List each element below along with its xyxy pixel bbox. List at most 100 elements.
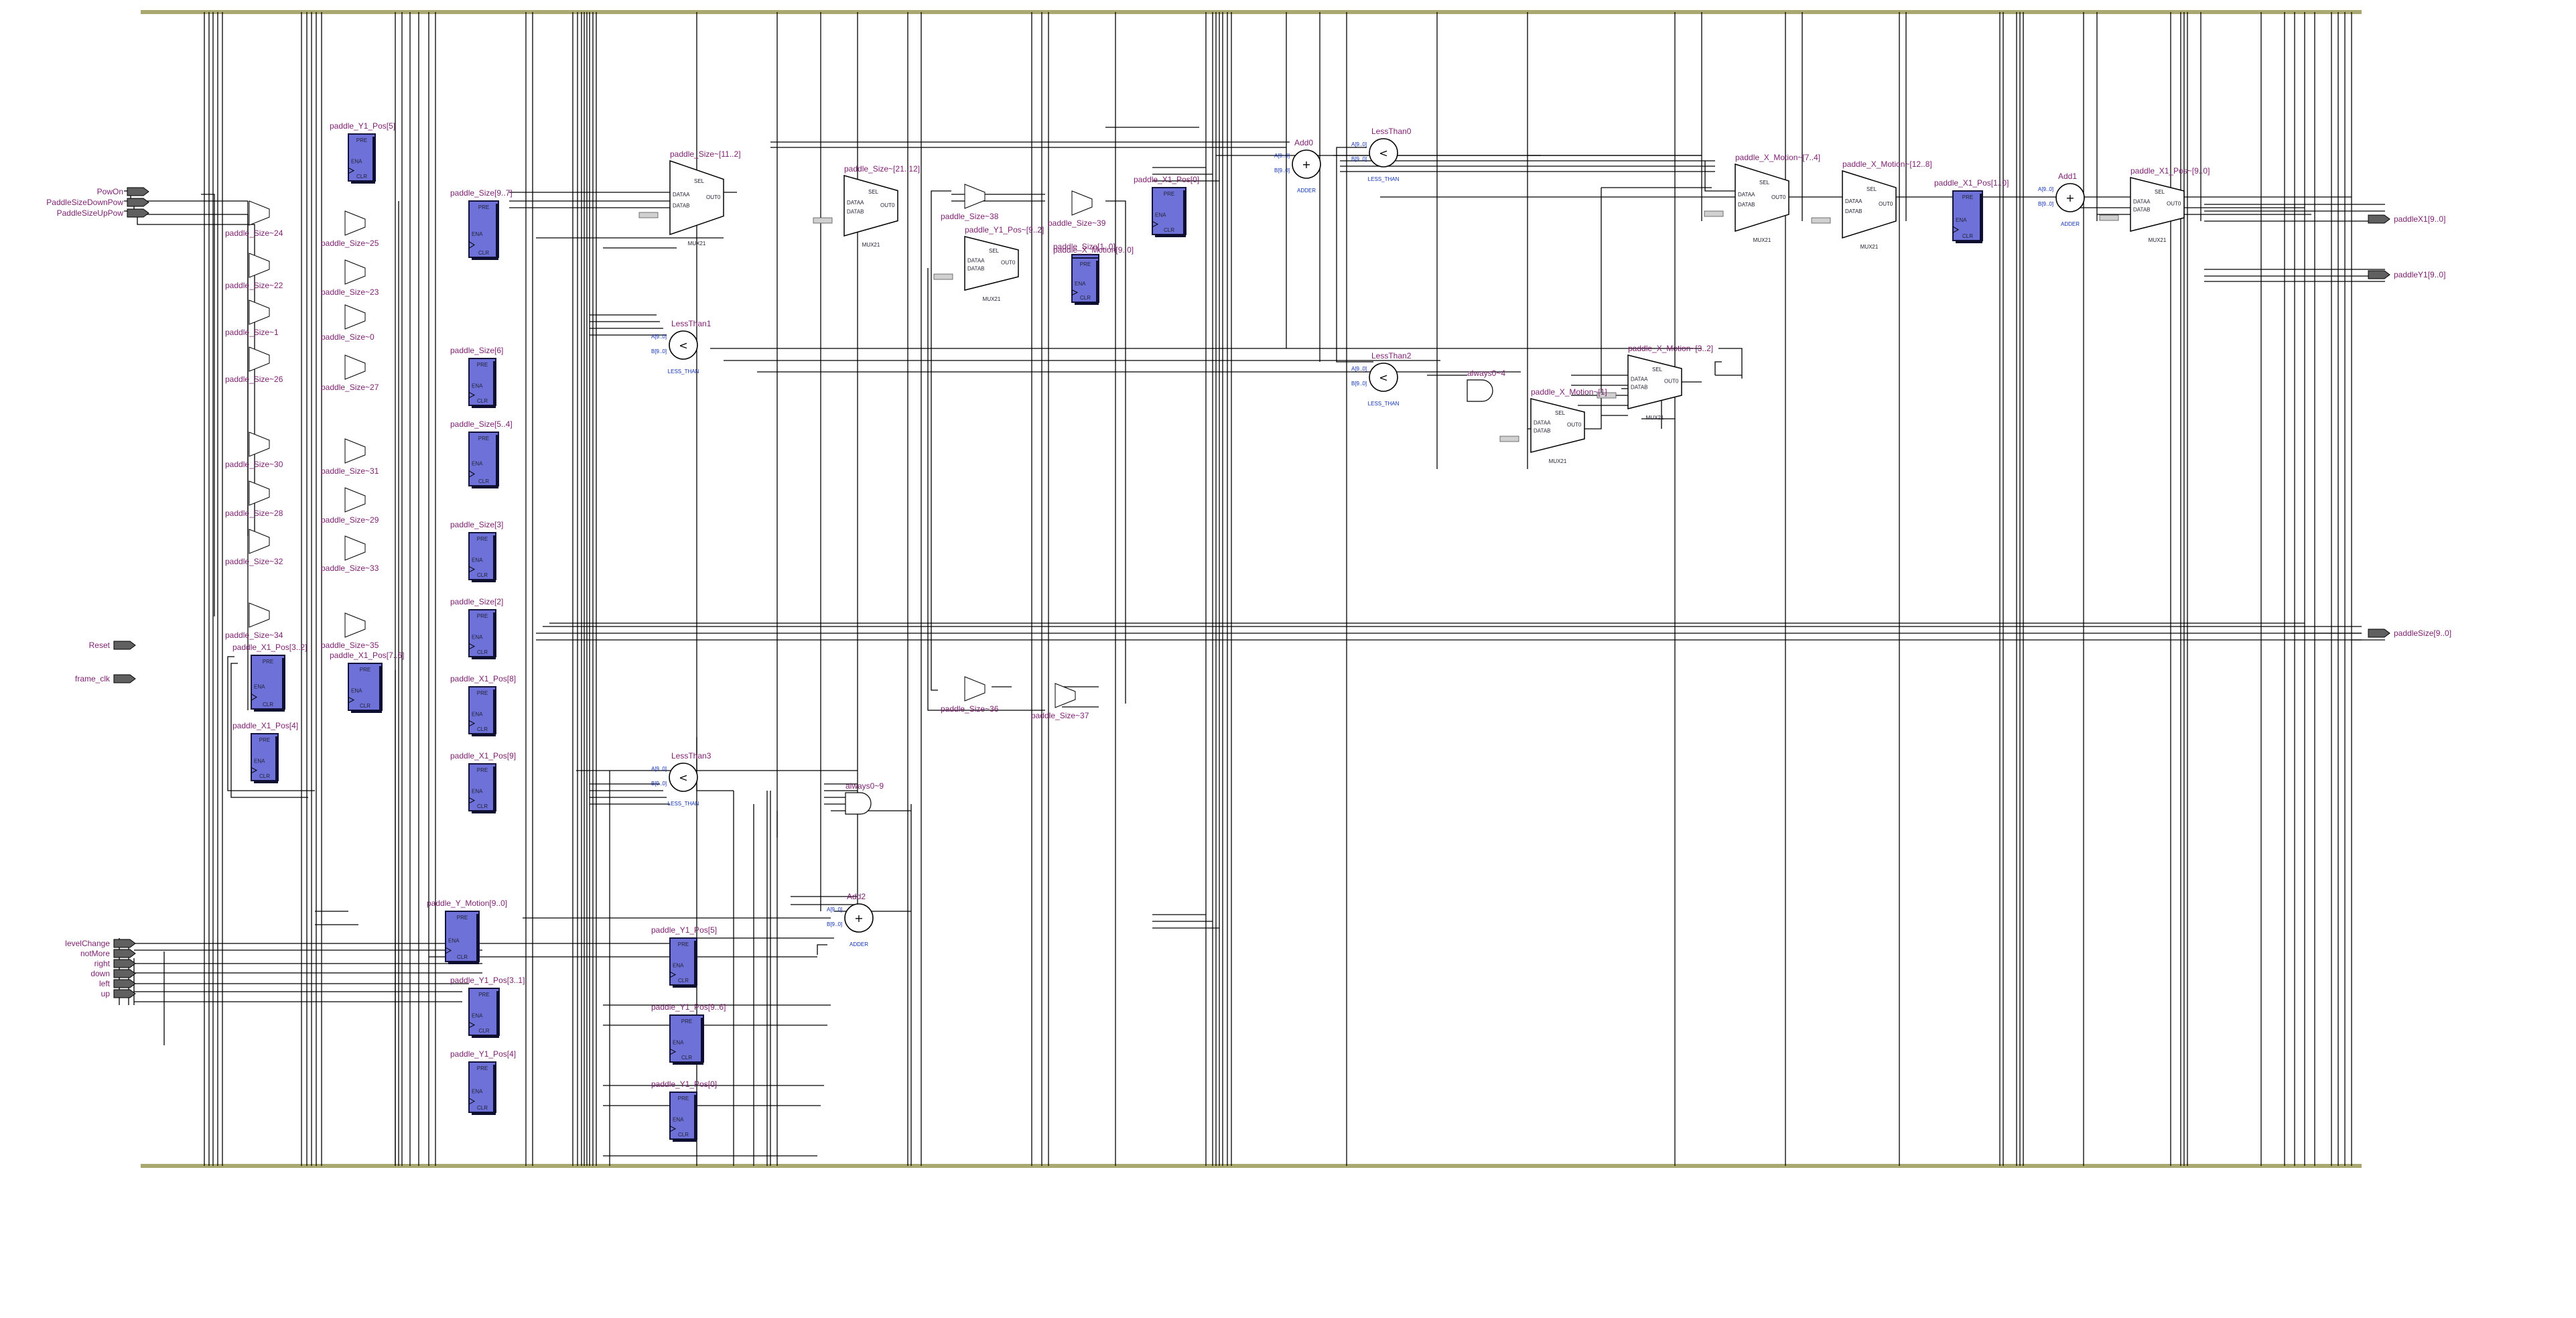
- mux-type-label: MUX21: [1646, 415, 1664, 421]
- gate-paddle-size-32: paddle_Size~32: [225, 529, 283, 566]
- register-label: paddle_X1_Pos[1..0]: [1934, 178, 2009, 188]
- register-label: paddle_X1_Pos[3..2]: [232, 643, 307, 652]
- pre-pin: PRE: [1962, 194, 1973, 200]
- wire-net: [119, 12, 2385, 1166]
- register-label: paddle_Size[9..7]: [450, 188, 513, 198]
- clr-pin: CLR: [681, 1055, 692, 1061]
- sel-pin: SEL: [1652, 367, 1663, 373]
- sel-pin: SEL: [989, 248, 1000, 254]
- gate-label: paddle_Size~28: [225, 509, 283, 518]
- clr-pin: CLR: [477, 1105, 488, 1111]
- input-paddlesizeuppow: PaddleSizeUpPow: [57, 208, 149, 218]
- pre-pin: PRE: [477, 690, 488, 696]
- register-label: paddle_Y1_Pos[0]: [651, 1079, 717, 1089]
- pre-pin: PRE: [259, 737, 270, 743]
- pin-label: levelChange: [65, 939, 110, 948]
- bus-rails: [141, 10, 2362, 1168]
- out0-pin: OUT0: [2167, 201, 2181, 207]
- pre-pin: PRE: [678, 1096, 689, 1102]
- ena-pin: ENA: [1155, 212, 1166, 218]
- port-a-label: A[9..0]: [651, 334, 667, 340]
- pin-label: up: [101, 989, 111, 998]
- register-label: paddle_X1_Pos[0]: [1134, 175, 1199, 184]
- arith-label: LessThan2: [1371, 351, 1412, 360]
- input-paddlesizedownpow: PaddleSizeDownPow: [46, 198, 149, 207]
- port-b-label: B[9..0]: [1274, 168, 1290, 174]
- register-label: paddle_X1_Pos[9]: [450, 751, 516, 761]
- arith-symbol: <: [1379, 371, 1387, 384]
- arith-type-label: ADDER: [2061, 221, 2080, 227]
- gate-label: paddle_Size~24: [225, 228, 283, 238]
- gate-paddle-size-28: paddle_Size~28: [225, 480, 283, 518]
- pin-label: down: [90, 969, 110, 978]
- output-paddley1-9-0: paddleY1[9..0]: [2368, 270, 2445, 279]
- out0-pin: OUT0: [706, 194, 721, 200]
- ena-pin: ENA: [472, 1012, 483, 1018]
- mux-paddle-x1-pos-9-0: paddle_X1_Pos~[9..0]SELDATAADATABOUT0MUX…: [2099, 166, 2210, 243]
- clr-pin: CLR: [477, 803, 488, 809]
- pin-label: PowOn: [97, 187, 123, 196]
- input-down: down: [90, 969, 136, 978]
- pin-label: frame_clk: [75, 674, 111, 683]
- dataa-pin: DATAA: [1631, 376, 1648, 382]
- pre-pin: PRE: [678, 941, 689, 947]
- pre-pin: PRE: [1080, 261, 1091, 267]
- datab-pin: DATAB: [673, 202, 689, 208]
- clr-pin: CLR: [259, 773, 270, 779]
- arith-symbol: <: [1379, 147, 1387, 159]
- dataa-pin: DATAA: [1845, 198, 1862, 204]
- clr-pin: CLR: [360, 703, 370, 709]
- port-a-label: A[9..0]: [651, 766, 667, 772]
- output-paddlex1-9-0: paddleX1[9..0]: [2368, 214, 2445, 224]
- mux-type-label: MUX21: [1549, 458, 1567, 464]
- pre-pin: PRE: [263, 659, 273, 665]
- clr-pin: CLR: [1962, 233, 1973, 239]
- datab-pin: DATAB: [2133, 206, 2150, 212]
- gate-label: paddle_Size~33: [321, 564, 379, 573]
- clr-pin: CLR: [1164, 227, 1174, 233]
- dataa-pin: DATAA: [1738, 192, 1755, 198]
- gate-paddle-size-34: paddle_Size~34: [225, 602, 283, 640]
- ena-pin: ENA: [351, 158, 362, 164]
- gate-label: paddle_Size~22: [225, 281, 283, 290]
- gate-paddle-size-29: paddle_Size~29: [321, 487, 379, 525]
- gate-paddle-size-39: paddle_Size~39: [1048, 190, 1106, 228]
- pre-pin: PRE: [477, 613, 488, 619]
- gate-label: paddle_Size~37: [1031, 711, 1089, 720]
- port-b-label: B[9..0]: [827, 921, 842, 927]
- sel-pin: SEL: [2155, 189, 2165, 195]
- sel-pin: SEL: [868, 189, 879, 195]
- arith-label: LessThan3: [671, 751, 711, 761]
- out0-pin: OUT0: [1664, 379, 1679, 385]
- gate-label: paddle_Size~29: [321, 515, 379, 525]
- ena-pin: ENA: [254, 684, 265, 690]
- clr-pin: CLR: [477, 572, 488, 578]
- clr-pin: CLR: [457, 954, 468, 960]
- arith-label: Add1: [2058, 172, 2077, 181]
- clr-pin: CLR: [477, 726, 488, 732]
- pin-label: right: [94, 959, 111, 968]
- gate-label: paddle_Size~0: [321, 332, 375, 342]
- input-powon: PowOn: [97, 187, 149, 196]
- register-label: paddle_Y1_Pos[9..6]: [651, 1002, 726, 1012]
- datab-pin: DATAB: [1845, 208, 1862, 214]
- port-a-label: A[9..0]: [827, 907, 842, 913]
- register-label: paddle_Y1_Pos[5]: [330, 121, 395, 131]
- arith-type-label: ADDER: [1297, 188, 1316, 194]
- components: PowOnPaddleSizeDownPowPaddleSizeUpPowRes…: [46, 121, 2451, 1142]
- datab-pin: DATAB: [1534, 427, 1550, 434]
- ena-pin: ENA: [673, 1116, 684, 1122]
- dataa-pin: DATAA: [847, 200, 864, 206]
- gate-paddle-size-25: paddle_Size~25: [321, 210, 379, 248]
- arith-type-label: ADDER: [850, 941, 868, 947]
- gate-label: paddle_Size~25: [321, 239, 379, 248]
- gate-paddle-size-24: paddle_Size~24: [225, 200, 283, 238]
- gate-label: always0~9: [845, 781, 884, 791]
